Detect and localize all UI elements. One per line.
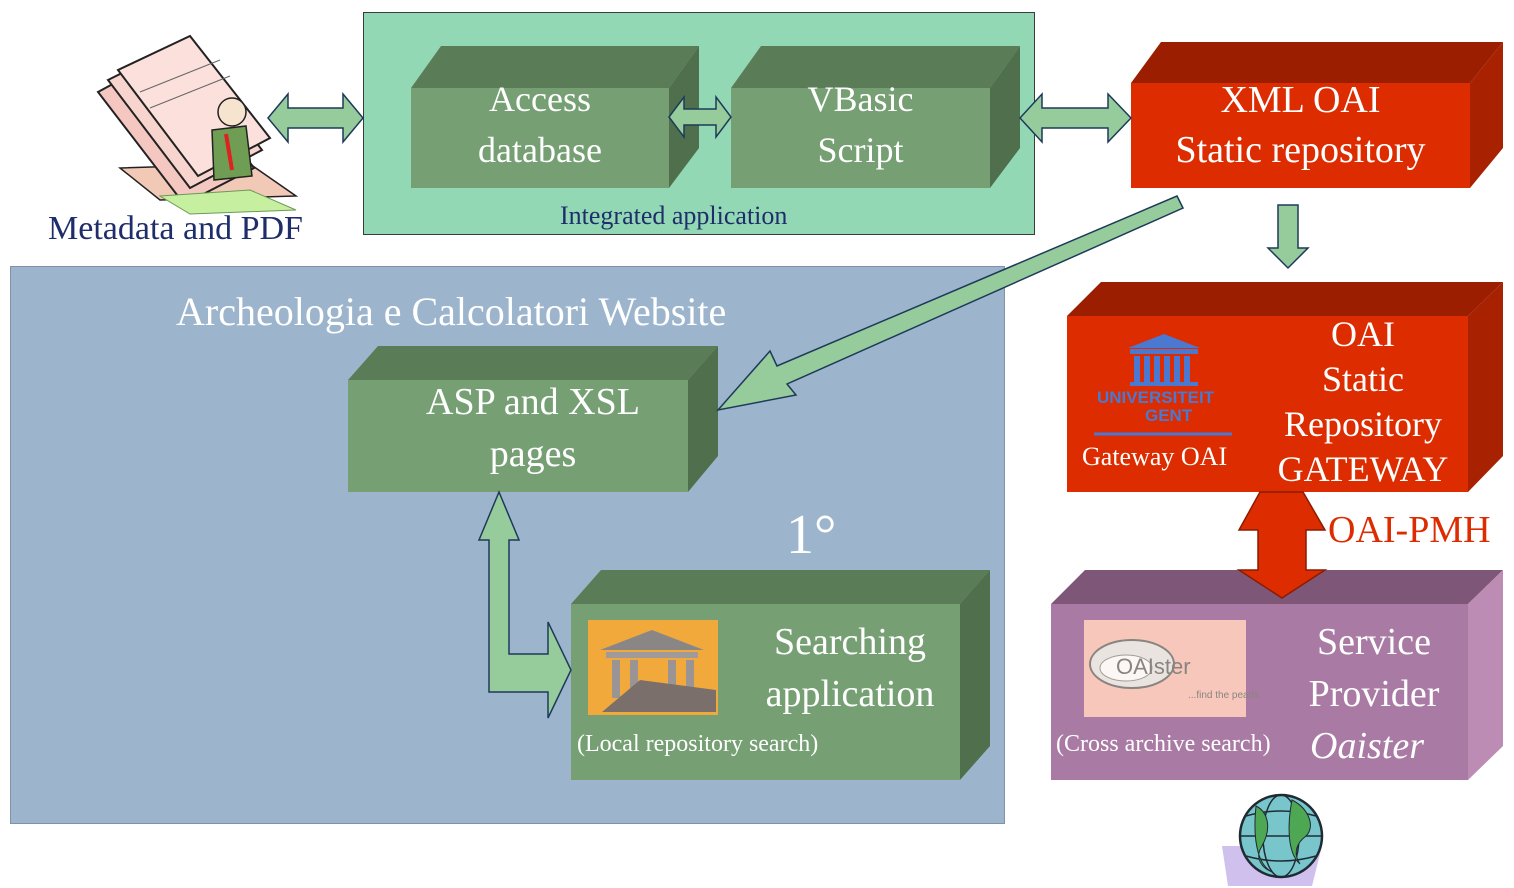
access-db-line-2: database — [478, 130, 602, 170]
integrated-app-caption: Integrated application — [560, 201, 788, 230]
oaister-logo-text: OAIster — [1116, 654, 1191, 679]
service-provider-caption: (Cross archive search) — [1056, 731, 1271, 757]
website-title: Archeologia e Calcolatori Website — [176, 289, 727, 334]
search-app-line-1: Searching — [774, 621, 926, 663]
oaister-logo-tagline: ...find the pearls — [1188, 690, 1260, 701]
double-arrow-access-vbasic — [668, 94, 732, 140]
service-provider-line-1: Service — [1317, 621, 1431, 663]
vbasic-line-1: VBasic — [807, 79, 914, 119]
gateway-line-2: Static — [1322, 359, 1404, 399]
diagonal-arrow-xml-asp — [715, 195, 1185, 412]
service-provider-line-2: Provider — [1308, 673, 1440, 715]
source-label: Metadata and PDF — [48, 210, 303, 247]
gateway-box — [1067, 282, 1503, 492]
gateway-line-1: OAI — [1331, 314, 1395, 354]
search-app-line-2: application — [765, 673, 935, 715]
gent-logo-line-1: UNIVERSITEIT — [1097, 388, 1215, 407]
xml-repository-box — [1131, 42, 1503, 188]
asp-line-2: pages — [489, 433, 577, 475]
xml-repo-line-2: Static repository — [1175, 129, 1426, 171]
local-search-thumbnail — [588, 620, 718, 715]
down-arrow-xml-gateway — [1266, 204, 1310, 270]
step-label: 1° — [786, 504, 837, 566]
metadata-folder-icon — [96, 34, 299, 215]
vbasic-script-box — [731, 46, 1020, 188]
l-arrow-asp-search — [477, 490, 572, 719]
protocol-label: OAI-PMH — [1328, 509, 1491, 551]
search-app-caption: (Local repository search) — [577, 731, 819, 757]
asp-line-1: ASP and XSL — [426, 381, 640, 423]
oaister-logo — [1084, 620, 1246, 717]
double-arrow-source — [267, 91, 364, 145]
vbasic-line-2: Script — [817, 130, 904, 170]
universiteit-gent-logo — [1094, 334, 1232, 436]
double-arrow-app-xml — [1018, 92, 1133, 144]
asp-pages-box — [348, 346, 718, 492]
access-database-box — [411, 46, 699, 188]
gateway-line-3: Repository — [1284, 404, 1442, 444]
gent-logo-line-2: GENT — [1145, 406, 1193, 425]
gateway-logo-caption: Gateway OAI — [1082, 442, 1228, 471]
access-db-line-1: Access — [489, 79, 591, 119]
globe-icon — [1222, 793, 1324, 886]
service-provider-name: Oaister — [1310, 725, 1424, 767]
protocol-arrow — [1236, 491, 1328, 599]
gateway-line-4: GATEWAY — [1277, 449, 1449, 489]
xml-repo-line-1: XML OAI — [1220, 79, 1381, 121]
